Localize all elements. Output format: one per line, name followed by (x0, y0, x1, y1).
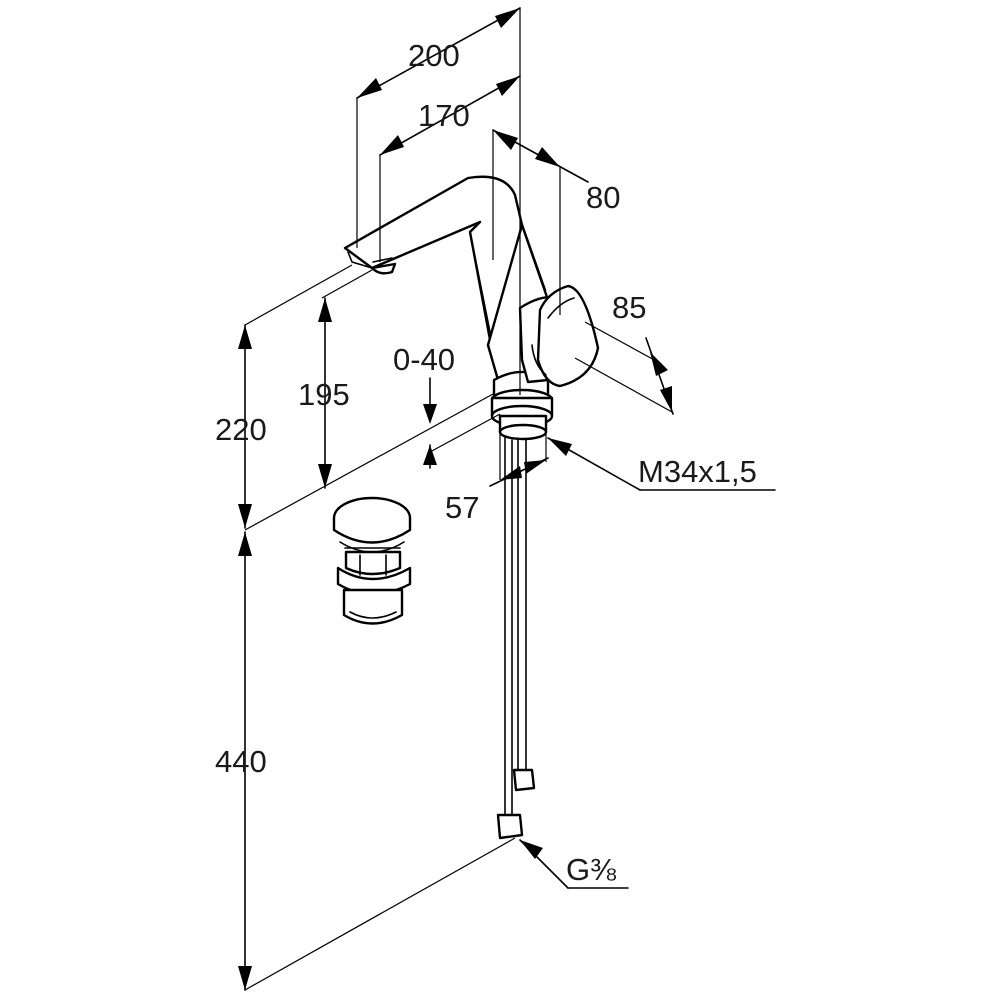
label-440: 440 (215, 744, 267, 779)
callout-connection: G⅜ (519, 839, 629, 889)
dimension-200: 200 (356, 7, 521, 395)
label-80: 80 (586, 180, 620, 215)
label-220: 220 (215, 412, 267, 447)
callout-thread: M34x1,5 (547, 437, 776, 491)
faucet-handle (518, 284, 600, 388)
pop-up-waste (332, 496, 412, 625)
label-thread: M34x1,5 (638, 454, 757, 489)
dimension-220: 220 (215, 264, 353, 529)
supply-hoses (496, 437, 536, 840)
label-200: 200 (408, 38, 460, 73)
label-170: 170 (418, 98, 470, 133)
worktop-line-lower (429, 413, 501, 453)
dimension-85: 85 (574, 290, 674, 415)
dimension-57: 57 (445, 432, 549, 525)
faucet-base (490, 388, 554, 441)
label-connection: G⅜ (566, 852, 616, 887)
label-57: 57 (445, 490, 479, 525)
dimension-440: 440 (215, 531, 516, 991)
label-85: 85 (612, 290, 646, 325)
label-195: 195 (298, 377, 350, 412)
dimension-170: 170 (379, 75, 521, 262)
dimension-195: 195 (298, 269, 373, 489)
dimension-0-40: 0-40 (393, 342, 455, 469)
dimension-80: 80 (492, 129, 620, 315)
label-0-40: 0-40 (393, 342, 455, 377)
worktop-line (244, 393, 494, 531)
